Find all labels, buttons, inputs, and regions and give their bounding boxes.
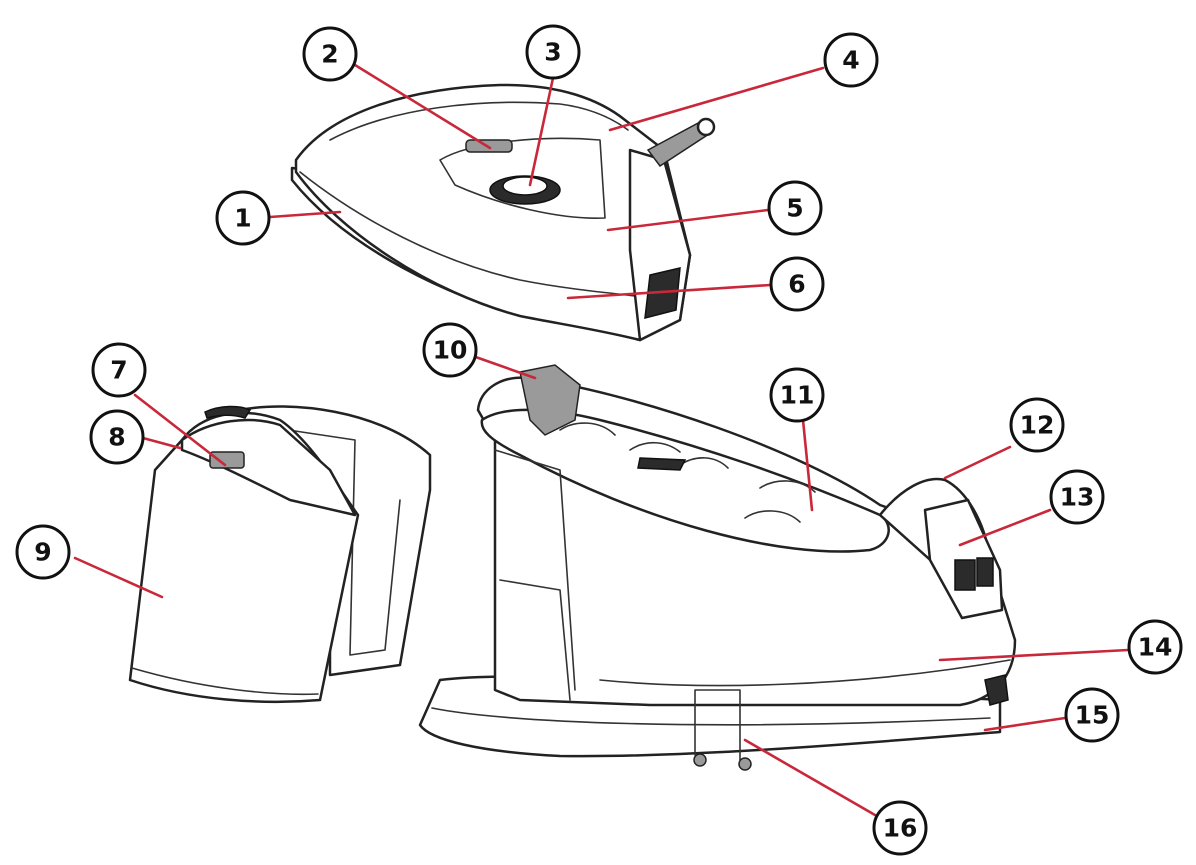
leader-line-14 <box>938 648 1130 662</box>
callout-8: 8 <box>89 409 145 465</box>
callout-13-circle <box>1049 469 1105 525</box>
base-lock-lever <box>519 364 581 436</box>
callout-8-number: 8 <box>108 423 125 452</box>
leader-line-12 <box>943 445 1012 480</box>
iron-side-trim <box>299 171 637 297</box>
base-steam-switch <box>976 557 994 587</box>
callout-9-circle <box>15 524 71 580</box>
leader-lines <box>73 63 1130 817</box>
callout-10: 10 <box>422 322 478 378</box>
callout-15: 15 <box>1064 687 1120 743</box>
callout-2-number: 2 <box>321 40 338 69</box>
base-rear-connector <box>984 674 1009 706</box>
base-station-illustration <box>418 364 1017 771</box>
callout-14-number: 14 <box>1138 633 1173 662</box>
iron-hose-end <box>696 117 716 137</box>
callout-2-circle <box>302 26 358 82</box>
base-vent-5 <box>744 510 801 523</box>
callout-11-circle <box>769 367 825 423</box>
water-tank-top-lid <box>180 418 357 517</box>
callout-3-number: 3 <box>544 38 561 67</box>
base-power-switch <box>954 559 976 591</box>
callout-7-number: 7 <box>110 356 127 385</box>
callout-15-number: 15 <box>1075 701 1110 730</box>
base-vent-6 <box>637 457 687 471</box>
callout-16: 16 <box>872 800 928 856</box>
leader-line-5 <box>606 208 770 232</box>
callout-3: 3 <box>525 24 581 80</box>
callout-1-number: 1 <box>234 204 251 233</box>
base-cord-hook <box>694 689 741 761</box>
iron-top-cover <box>329 101 629 141</box>
leader-line-15 <box>983 716 1067 732</box>
water-tank-fill-cap <box>209 451 245 469</box>
callout-7-circle <box>91 342 147 398</box>
iron-dial-cap <box>502 176 548 196</box>
leader-line-2 <box>353 63 492 150</box>
callouts: 1 2 3 4 5 6 7 8 <box>15 24 1183 856</box>
callout-4-circle <box>823 32 879 88</box>
callout-4-number: 4 <box>842 46 859 75</box>
callout-16-number: 16 <box>883 814 918 843</box>
leader-line-7 <box>133 393 227 467</box>
callout-10-circle <box>422 322 478 378</box>
base-iron-rest-plate <box>480 408 890 553</box>
iron-illustration <box>290 83 716 342</box>
callout-8-circle <box>89 409 145 465</box>
base-cord-hook-clip-left <box>693 753 707 767</box>
water-tank-grip <box>204 405 252 419</box>
callout-7: 7 <box>91 342 147 398</box>
callout-3-circle <box>525 24 581 80</box>
callout-9-number: 9 <box>34 538 51 567</box>
callout-5: 5 <box>767 180 823 236</box>
leader-line-13 <box>958 508 1052 547</box>
callout-11: 11 <box>769 367 825 423</box>
leader-line-8 <box>141 436 182 450</box>
callout-1: 1 <box>215 190 271 246</box>
base-cord-hook-clip-right <box>738 757 752 771</box>
base-control-panel <box>923 498 1004 620</box>
water-tank-illustration <box>128 405 432 704</box>
callout-12-number: 12 <box>1020 411 1055 440</box>
base-platform-edge <box>431 707 991 726</box>
callout-6: 6 <box>769 256 825 312</box>
callout-11-number: 11 <box>780 381 815 410</box>
leader-line-3 <box>528 76 555 187</box>
callout-6-number: 6 <box>788 270 805 299</box>
callout-15-circle <box>1064 687 1120 743</box>
base-tank-dock <box>494 449 576 701</box>
callout-5-circle <box>767 180 823 236</box>
callout-4: 4 <box>823 32 879 88</box>
callout-14-circle <box>1127 619 1183 675</box>
leader-line-4 <box>608 66 825 132</box>
callout-14: 14 <box>1127 619 1183 675</box>
base-side-stripe <box>599 659 1011 687</box>
callout-2: 2 <box>302 26 358 82</box>
leader-line-11 <box>801 418 814 512</box>
leader-line-10 <box>468 353 537 380</box>
leader-line-1 <box>268 210 342 219</box>
callout-6-circle <box>769 256 825 312</box>
callout-5-number: 5 <box>786 194 803 223</box>
callout-13: 13 <box>1049 469 1105 525</box>
leader-line-16 <box>743 738 877 817</box>
water-tank-inner-frame <box>274 427 401 656</box>
leader-line-6 <box>566 283 772 300</box>
callout-12: 12 <box>1009 397 1065 453</box>
base-vent-2 <box>629 441 681 453</box>
leader-line-9 <box>73 556 164 599</box>
callout-12-circle <box>1009 397 1065 453</box>
callout-9: 9 <box>15 524 71 580</box>
callout-1-circle <box>215 190 271 246</box>
callout-13-number: 13 <box>1060 483 1095 512</box>
base-vent-1 <box>559 422 616 436</box>
water-tank-base-stripe <box>131 667 319 696</box>
callout-10-number: 10 <box>433 336 468 365</box>
callout-16-circle <box>872 800 928 856</box>
